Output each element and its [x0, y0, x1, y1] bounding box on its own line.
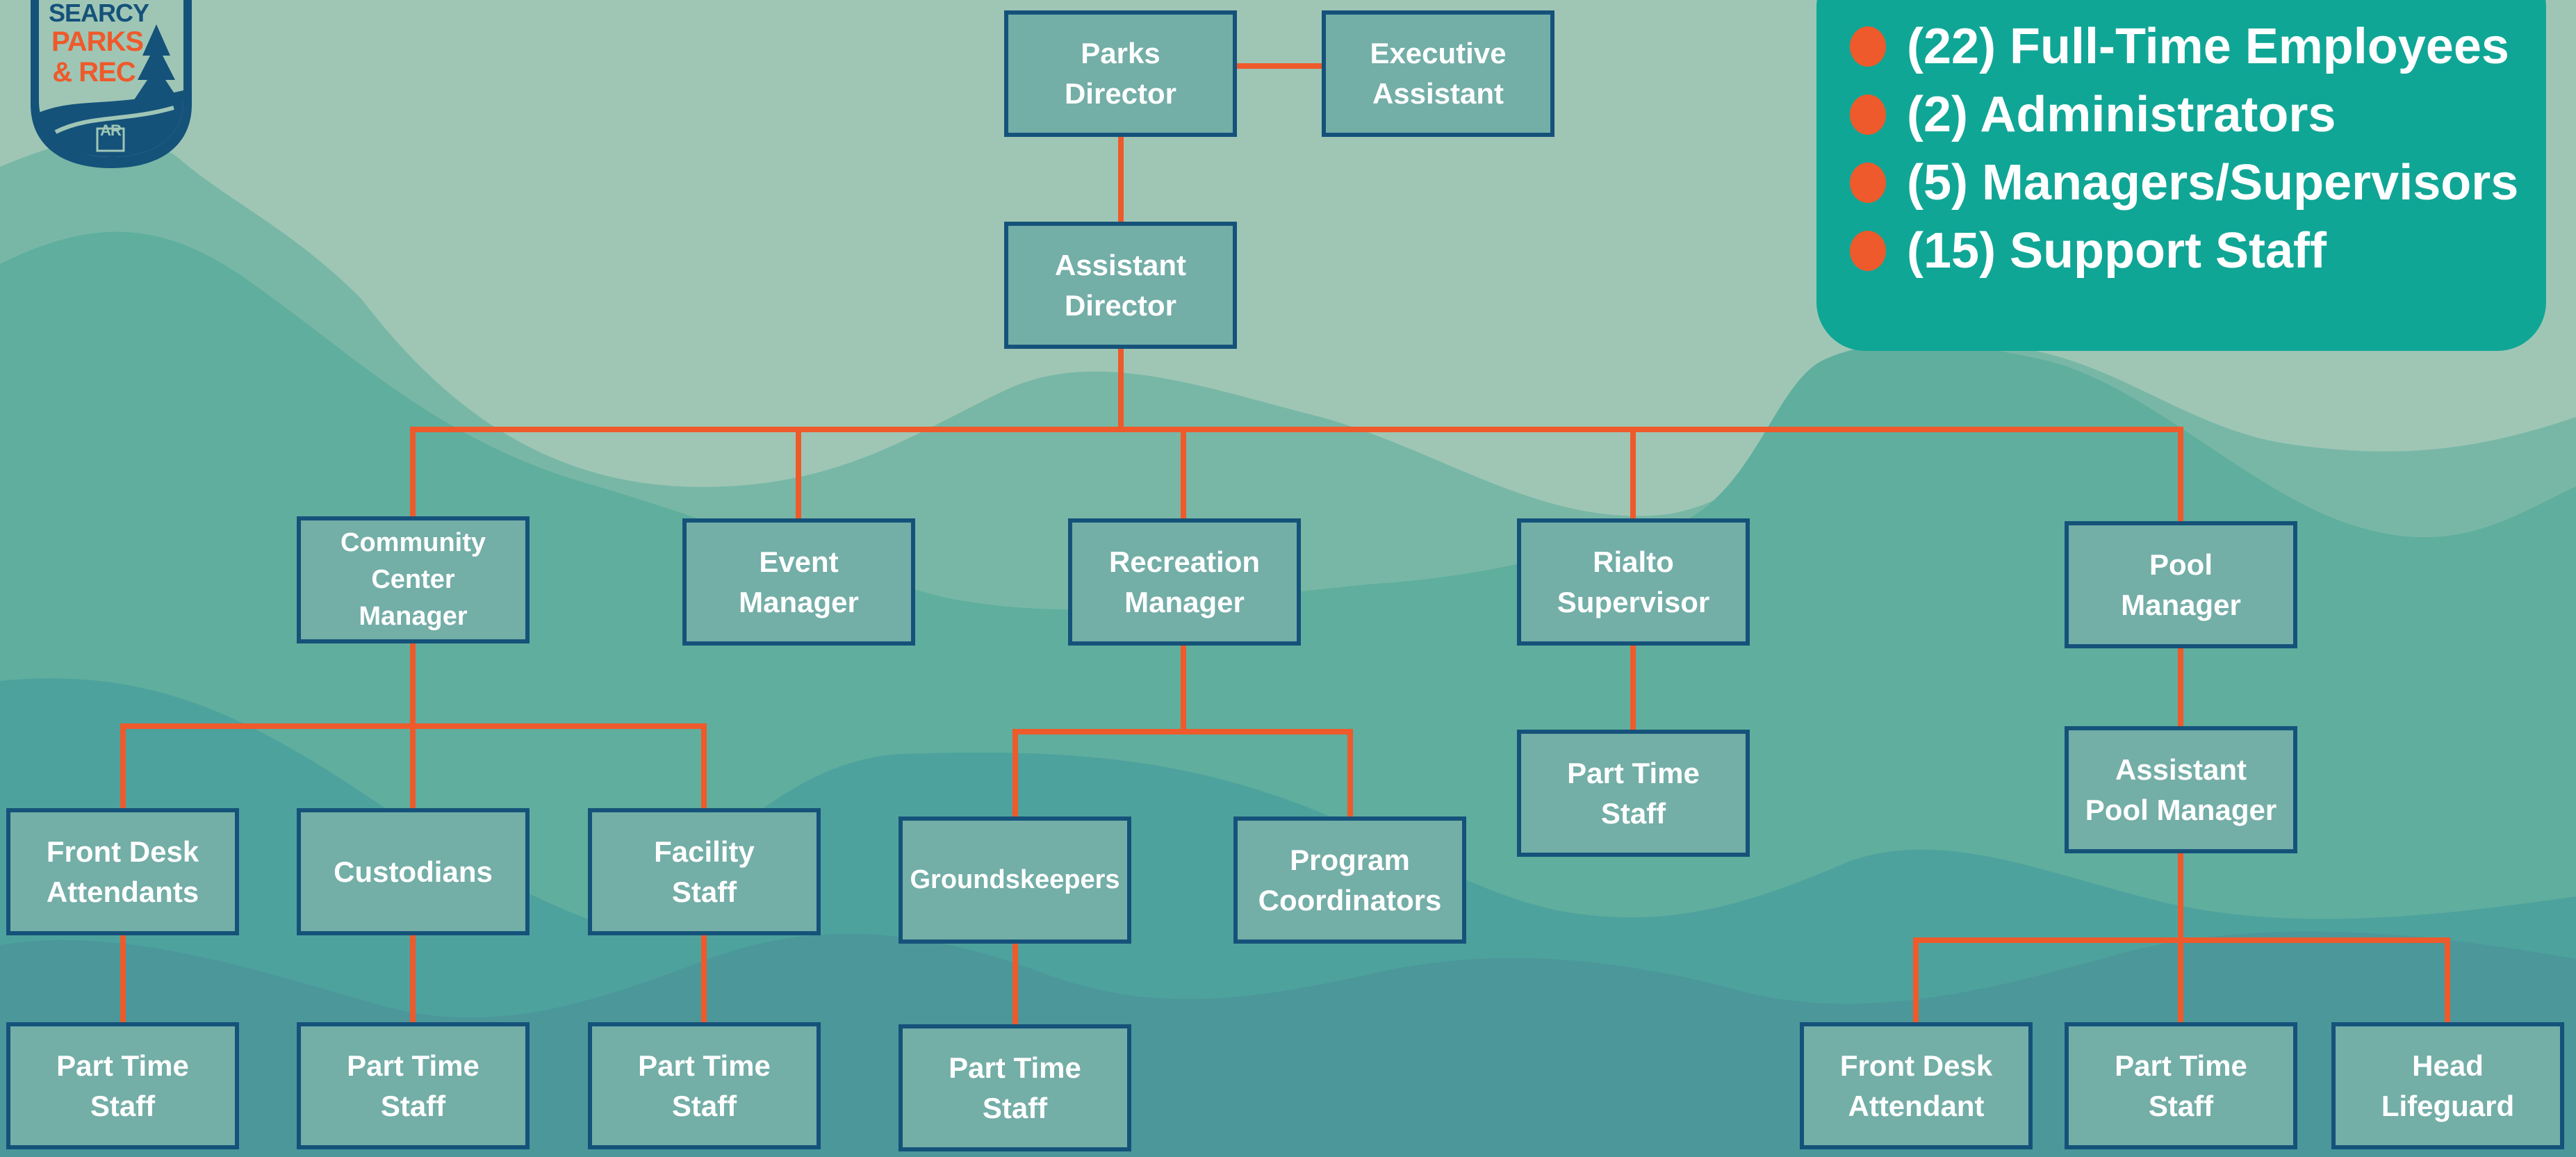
custodians-box: Custodians [297, 808, 530, 935]
pool-manager-box: Pool Manager [2065, 521, 2297, 648]
logo-line-2: PARKS [51, 26, 144, 57]
staff-summary-legend: (22) Full-Time Employees (2) Administrat… [1816, 0, 2546, 351]
legend-label: (22) Full-Time Employees [1907, 19, 2509, 74]
node-label: Head Lifeguard [2381, 1049, 2515, 1122]
legend-item: (2) Administrators [1850, 81, 2546, 149]
community-center-manager-box: Community Center Manager [297, 516, 530, 643]
bullet-icon [1850, 26, 1886, 67]
node-label: Event Manager [739, 545, 859, 618]
bullet-icon [1850, 163, 1886, 203]
legend-item: (5) Managers/Supervisors [1850, 149, 2546, 217]
front-desk-attendants-box: Front Desk Attendants [6, 808, 239, 935]
node-label: Rialto Supervisor [1557, 545, 1710, 618]
pool-front-desk-attendant-box: Front Desk Attendant [1800, 1022, 2033, 1149]
logo-shield-icon [31, 0, 192, 168]
searcy-parks-rec-logo: SEARCY PARKS & REC AR [28, 0, 195, 170]
rialto-part-time-staff-box: Part Time Staff [1517, 730, 1750, 857]
node-label: Executive Assistant [1370, 37, 1507, 110]
parks-director-box: Parks Director [1004, 10, 1237, 137]
node-label: Custodians [334, 855, 493, 888]
assistant-pool-manager-box: Assistant Pool Manager [2065, 726, 2297, 853]
legend-label: (15) Support Staff [1907, 223, 2327, 279]
logo-line-1: SEARCY [48, 0, 149, 27]
legend-item: (22) Full-Time Employees [1850, 13, 2546, 81]
node-label: Recreation Manager [1108, 545, 1261, 618]
logo-line-3: & REC [52, 57, 136, 88]
node-label: Program Coordinators [1258, 843, 1442, 917]
legend-label: (2) Administrators [1907, 87, 2336, 142]
legend-label: (5) Managers/Supervisors [1907, 155, 2519, 211]
node-label: Groundskeepers [910, 865, 1120, 895]
event-manager-box: Event Manager [682, 518, 915, 646]
recreation-manager-box: Recreation Manager [1068, 518, 1301, 646]
node-label: Part Time Staff [949, 1051, 1081, 1124]
head-lifeguard-box: Head Lifeguard [2331, 1022, 2564, 1149]
custodians-part-time-staff-box: Part Time Staff [297, 1022, 530, 1149]
front-desk-part-time-staff-box: Part Time Staff [6, 1022, 239, 1149]
node-label: Pool Manager [2121, 548, 2241, 621]
logo-state: AR [100, 122, 122, 139]
node-label: Front Desk Attendant [1839, 1049, 1993, 1122]
bullet-icon [1850, 231, 1886, 271]
node-label: Assistant Pool Manager [2085, 753, 2277, 826]
pool-part-time-staff-box: Part Time Staff [2065, 1022, 2297, 1149]
program-coordinators-box: Program Coordinators [1233, 817, 1466, 944]
groundskeepers-box: Groundskeepers [899, 817, 1131, 944]
facility-staff-box: Facility Staff [588, 808, 821, 935]
node-label: Community Center Manager [341, 527, 486, 632]
node-label: Parks Director [1064, 37, 1177, 110]
node-label: Facility Staff [654, 835, 755, 908]
facility-part-time-staff-box: Part Time Staff [588, 1022, 821, 1149]
node-label: Part Time Staff [56, 1049, 189, 1122]
rialto-supervisor-box: Rialto Supervisor [1517, 518, 1750, 646]
node-label: Front Desk Attendants [46, 835, 199, 908]
node-label: Part Time Staff [1567, 756, 1700, 830]
node-label: Part Time Staff [347, 1049, 479, 1122]
executive-assistant-box: Executive Assistant [1322, 10, 1554, 137]
node-label: Part Time Staff [638, 1049, 771, 1122]
legend-item: (15) Support Staff [1850, 217, 2546, 285]
assistant-director-box: Assistant Director [1004, 222, 1237, 349]
node-label: Part Time Staff [2115, 1049, 2247, 1122]
bullet-icon [1850, 95, 1886, 135]
node-label: Assistant Director [1054, 248, 1187, 322]
groundskeepers-part-time-staff-box: Part Time Staff [899, 1024, 1131, 1151]
